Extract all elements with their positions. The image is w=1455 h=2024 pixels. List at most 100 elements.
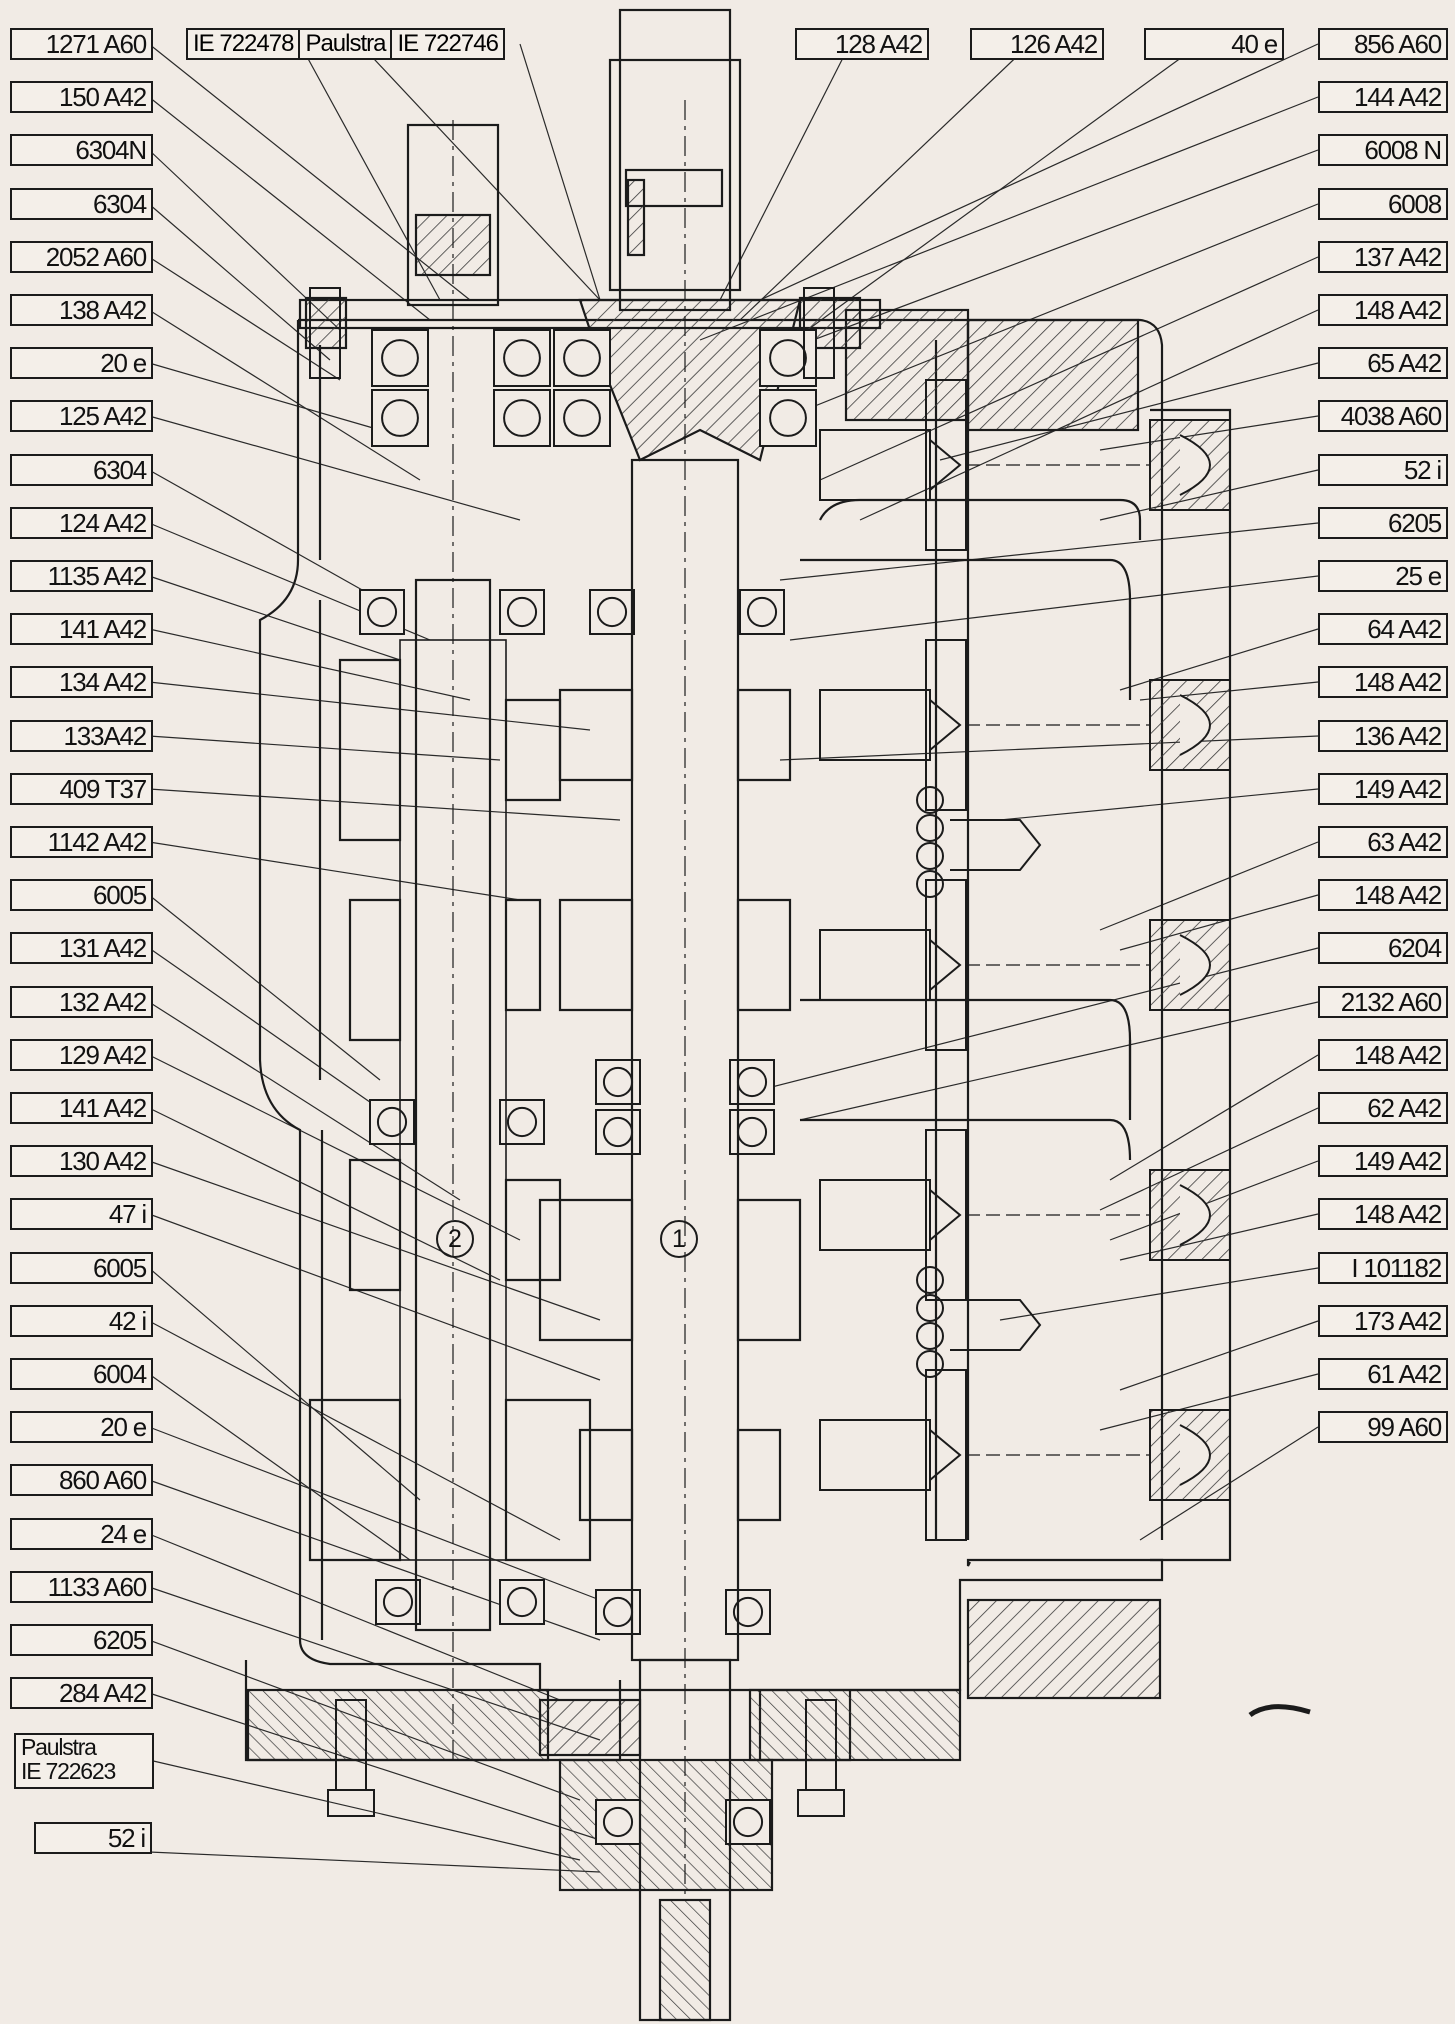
label-left-16: 6005 xyxy=(10,879,153,911)
bearing-9 xyxy=(499,589,545,635)
shift-fork-1 xyxy=(819,689,931,761)
label-left-31: 284 A42 xyxy=(10,1677,153,1709)
label-right-22: 148 A42 xyxy=(1318,1198,1448,1230)
label-left-10: 1135 A42 xyxy=(10,560,153,592)
label-left-25: 6004 xyxy=(10,1358,153,1390)
shaft-number-1: 1 xyxy=(660,1220,698,1258)
stamp-top-part: IE 722746 xyxy=(390,30,502,58)
stamp-top-part: IE 722478 xyxy=(193,30,294,57)
bearing-4 xyxy=(553,329,611,387)
bearing-18 xyxy=(375,1579,421,1625)
label-left-29: 1133 A60 xyxy=(10,1571,153,1603)
bearing-17 xyxy=(729,1109,775,1155)
detent-ball xyxy=(916,786,944,814)
label-left-3: 6304 xyxy=(10,188,153,220)
label-left-8: 6304 xyxy=(10,454,153,486)
label-left-12: 134 A42 xyxy=(10,666,153,698)
label-right-12: 148 A42 xyxy=(1318,666,1448,698)
bearing-11 xyxy=(739,589,785,635)
detent-ball xyxy=(916,842,944,870)
label-right-13: 136 A42 xyxy=(1318,720,1448,752)
label-right-5: 148 A42 xyxy=(1318,294,1448,326)
label-right-1: 144 A42 xyxy=(1318,81,1448,113)
detent-ball xyxy=(916,814,944,842)
label-right-9: 6205 xyxy=(1318,507,1448,539)
label-right-18: 2132 A60 xyxy=(1318,986,1448,1018)
label-right-10: 25 e xyxy=(1318,560,1448,592)
label-left-22: 47 i xyxy=(10,1198,153,1230)
detent-ball xyxy=(916,1266,944,1294)
detent-ball xyxy=(916,1322,944,1350)
bearing-23 xyxy=(725,1799,771,1845)
label-left-26: 20 e xyxy=(10,1411,153,1443)
detent-ball xyxy=(916,1350,944,1378)
label-left-2: 6304N xyxy=(10,134,153,166)
label-left-9: 124 A42 xyxy=(10,507,153,539)
shift-fork-0 xyxy=(819,429,931,501)
bearing-8 xyxy=(359,589,405,635)
label-right-16: 148 A42 xyxy=(1318,879,1448,911)
bearing-0 xyxy=(371,329,429,387)
label-right-23: I 101182 xyxy=(1318,1252,1448,1284)
label-left-14: 409 T37 xyxy=(10,773,153,805)
label-right-17: 6204 xyxy=(1318,932,1448,964)
shift-fork-4 xyxy=(819,1419,931,1491)
label-left-1: 150 A42 xyxy=(10,81,153,113)
top-bolt-0 xyxy=(309,287,341,379)
label-left-19: 129 A42 xyxy=(10,1039,153,1071)
label-left-27: 860 A60 xyxy=(10,1464,153,1496)
label-top-2: 40 e xyxy=(1144,28,1284,60)
bearing-7 xyxy=(759,389,817,447)
label-left-6: 20 e xyxy=(10,347,153,379)
label-right-20: 62 A42 xyxy=(1318,1092,1448,1124)
bearing-10 xyxy=(589,589,635,635)
label-left-18: 132 A42 xyxy=(10,986,153,1018)
label-left-24: 42 i xyxy=(10,1305,153,1337)
bearing-21 xyxy=(725,1589,771,1635)
label-left-17: 131 A42 xyxy=(10,932,153,964)
bearing-2 xyxy=(493,329,551,387)
label-right-8: 52 i xyxy=(1318,454,1448,486)
bearing-12 xyxy=(369,1099,415,1145)
stamp-top-part: Paulstra xyxy=(298,30,390,58)
label-left-30: 6205 xyxy=(10,1624,153,1656)
bearing-1 xyxy=(371,389,429,447)
detent-ball xyxy=(916,1294,944,1322)
label-top-1: 126 A42 xyxy=(970,28,1104,60)
bearing-5 xyxy=(553,389,611,447)
bearing-22 xyxy=(595,1799,641,1845)
bearing-19 xyxy=(499,1579,545,1625)
label-right-11: 64 A42 xyxy=(1318,613,1448,645)
label-right-19: 148 A42 xyxy=(1318,1039,1448,1071)
label-left-21: 130 A42 xyxy=(10,1145,153,1177)
label-right-7: 4038 A60 xyxy=(1318,400,1448,432)
label-top-0: 128 A42 xyxy=(795,28,929,60)
label-left-15: 1142 A42 xyxy=(10,826,153,858)
label-left-28: 24 e xyxy=(10,1518,153,1550)
label-left-23: 6005 xyxy=(10,1252,153,1284)
bearing-16 xyxy=(729,1059,775,1105)
shift-fork-2 xyxy=(819,929,931,1001)
stamp-top: IE 722478 Paulstra IE 722746 xyxy=(186,28,505,60)
label-left-7: 125 A42 xyxy=(10,400,153,432)
label-left-11: 141 A42 xyxy=(10,613,153,645)
label-right-21: 149 A42 xyxy=(1318,1145,1448,1177)
bearing-15 xyxy=(595,1109,641,1155)
label-right-26: 99 A60 xyxy=(1318,1411,1448,1443)
label-right-6: 65 A42 xyxy=(1318,347,1448,379)
label-left-4: 2052 A60 xyxy=(10,241,153,273)
label-left-0: 1271 A60 xyxy=(10,28,153,60)
bearing-14 xyxy=(595,1059,641,1105)
label-paulstra-ie-722623: Paulstra IE 722623 xyxy=(14,1733,154,1789)
label-right-25: 61 A42 xyxy=(1318,1358,1448,1390)
pen-mark xyxy=(1248,1704,1311,1718)
label-right-0: 856 A60 xyxy=(1318,28,1448,60)
top-bolt-1 xyxy=(803,287,835,379)
detent-ball xyxy=(916,870,944,898)
bearing-3 xyxy=(493,389,551,447)
label-right-3: 6008 xyxy=(1318,188,1448,220)
label-right-14: 149 A42 xyxy=(1318,773,1448,805)
shift-fork-3 xyxy=(819,1179,931,1251)
label-right-4: 137 A42 xyxy=(1318,241,1448,273)
